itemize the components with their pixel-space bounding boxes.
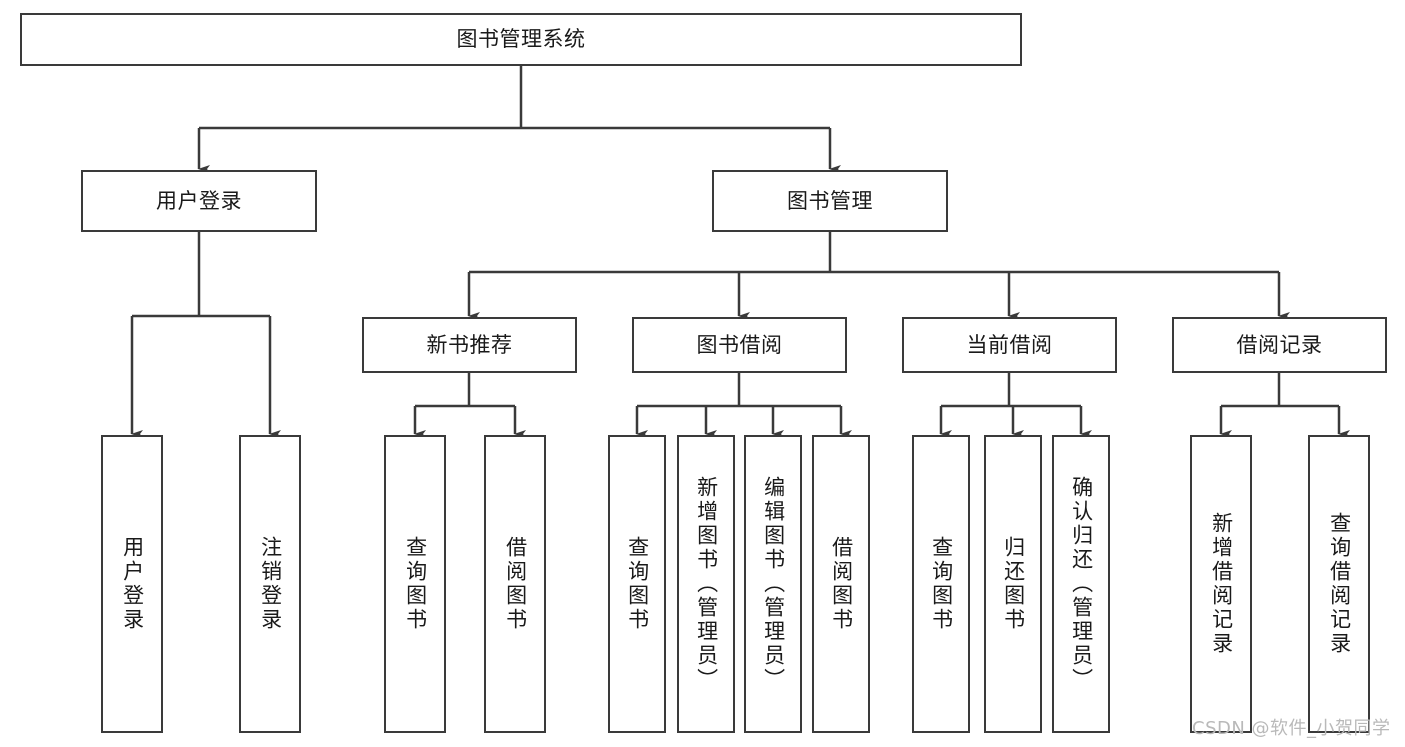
node-leaf-logout-label: 注销登录 — [258, 536, 283, 632]
node-root-label: 图书管理系统 — [456, 27, 586, 52]
node-leaf-confirm-return-label: 确认归还（管理员） — [1069, 476, 1094, 692]
node-book-borrow[interactable]: 图书借阅 — [632, 317, 847, 373]
node-leaf-user-login-label: 用户登录 — [120, 536, 145, 632]
node-leaf-add-record[interactable]: 新增借阅记录 — [1190, 435, 1252, 733]
node-leaf-query-record[interactable]: 查询借阅记录 — [1308, 435, 1370, 733]
node-root[interactable]: 图书管理系统 — [20, 13, 1022, 66]
node-new-book-rec-label: 新书推荐 — [426, 332, 513, 357]
watermark: CSDN @软件_小贺同学 — [1192, 718, 1391, 739]
node-leaf-logout[interactable]: 注销登录 — [239, 435, 301, 733]
node-leaf-query-book-2[interactable]: 查询图书 — [608, 435, 666, 733]
node-borrow-record[interactable]: 借阅记录 — [1172, 317, 1387, 373]
node-user-login[interactable]: 用户登录 — [81, 170, 317, 232]
node-leaf-borrow-book-1-label: 借阅图书 — [503, 536, 528, 632]
node-leaf-query-book-1-label: 查询图书 — [403, 536, 428, 632]
node-leaf-query-book-3[interactable]: 查询图书 — [912, 435, 970, 733]
node-user-login-label: 用户登录 — [156, 188, 242, 213]
node-leaf-confirm-return[interactable]: 确认归还（管理员） — [1052, 435, 1110, 733]
node-book-borrow-label: 图书借阅 — [696, 332, 783, 357]
node-leaf-add-book[interactable]: 新增图书（管理员） — [677, 435, 735, 733]
node-current-borrow[interactable]: 当前借阅 — [902, 317, 1117, 373]
node-leaf-query-book-1[interactable]: 查询图书 — [384, 435, 446, 733]
node-leaf-add-book-label: 新增图书（管理员） — [694, 476, 719, 692]
node-leaf-query-record-label: 查询借阅记录 — [1327, 512, 1352, 656]
node-leaf-return-book-label: 归还图书 — [1001, 536, 1026, 632]
node-leaf-borrow-book-1[interactable]: 借阅图书 — [484, 435, 546, 733]
node-leaf-add-record-label: 新增借阅记录 — [1209, 512, 1234, 656]
node-leaf-query-book-3-label: 查询图书 — [929, 536, 954, 632]
node-leaf-borrow-book-2-label: 借阅图书 — [829, 536, 854, 632]
node-leaf-user-login[interactable]: 用户登录 — [101, 435, 163, 733]
node-new-book-rec[interactable]: 新书推荐 — [362, 317, 577, 373]
node-current-borrow-label: 当前借阅 — [966, 332, 1053, 357]
node-leaf-edit-book-label: 编辑图书（管理员） — [761, 476, 786, 692]
node-leaf-query-book-2-label: 查询图书 — [625, 536, 650, 632]
node-borrow-record-label: 借阅记录 — [1236, 332, 1323, 357]
node-leaf-return-book[interactable]: 归还图书 — [984, 435, 1042, 733]
node-leaf-edit-book[interactable]: 编辑图书（管理员） — [744, 435, 802, 733]
node-book-manage[interactable]: 图书管理 — [712, 170, 948, 232]
node-leaf-borrow-book-2[interactable]: 借阅图书 — [812, 435, 870, 733]
node-book-manage-label: 图书管理 — [787, 188, 873, 213]
